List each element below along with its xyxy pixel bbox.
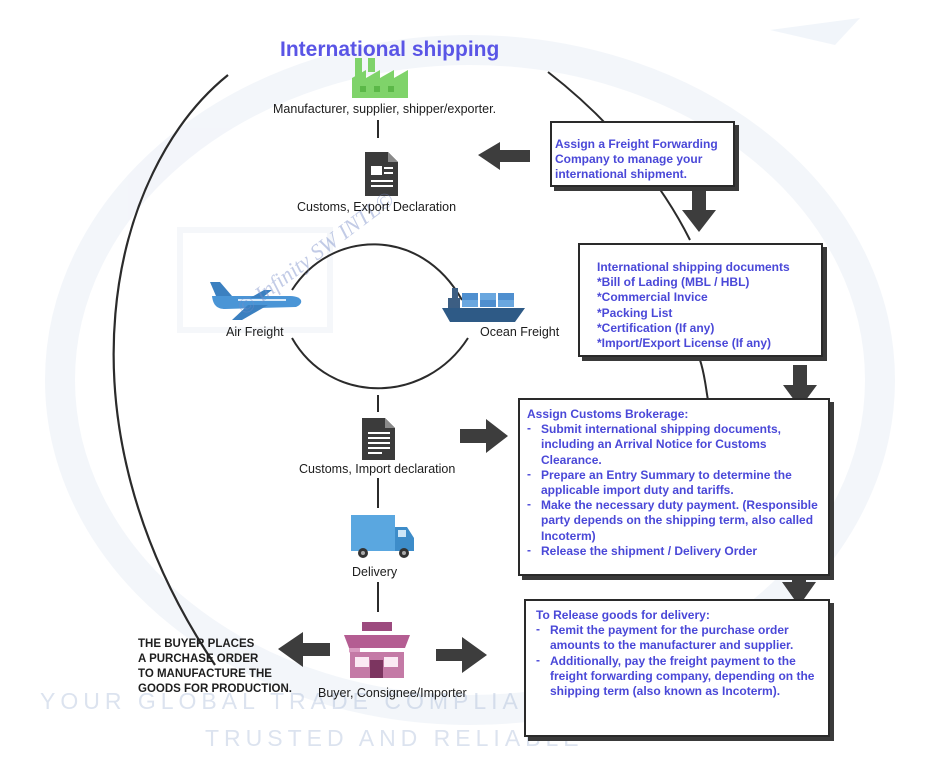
note-line: A PURCHASE ORDER bbox=[138, 653, 259, 665]
tagline-watermark-2: TRUSTED AND RELIABLE bbox=[205, 725, 584, 751]
customs-brokerage-box: Assign Customs Brokerage: Submit interna… bbox=[518, 398, 830, 576]
note-line: THE BUYER PLACES bbox=[138, 638, 255, 650]
freight-arc-top bbox=[291, 243, 463, 301]
document-item: *Certification (If any) bbox=[597, 320, 715, 335]
brokerage-item: Make the necessary duty payment. (Respon… bbox=[527, 497, 820, 544]
arrow-left-icon bbox=[478, 142, 530, 170]
arrow-down-icon bbox=[682, 190, 716, 232]
arrow-down-icon bbox=[782, 562, 816, 606]
arrows bbox=[278, 142, 817, 673]
brokerage-item: Release the shipment / Delivery Order bbox=[527, 543, 820, 559]
arrow-left-icon bbox=[278, 632, 330, 667]
brokerage-item: Prepare an Entry Summary to determine th… bbox=[527, 467, 820, 498]
export-document-icon bbox=[365, 152, 398, 196]
box-line: Assign a Freight Forwarding bbox=[555, 137, 718, 151]
document-item: *Commercial Invice bbox=[597, 290, 708, 305]
buyer-label: Buyer, Consignee/Importer bbox=[318, 686, 467, 700]
cargo-ship-icon bbox=[442, 288, 525, 322]
note-line: TO MANUFACTURE THE bbox=[138, 668, 272, 680]
box-heading: Assign Customs Brokerage: bbox=[527, 407, 689, 421]
buyer-purchase-order-note: THE BUYER PLACES A PURCHASE ORDER TO MAN… bbox=[138, 637, 292, 697]
brokerage-item: Submit international shipping documents,… bbox=[527, 421, 820, 468]
factory-icon bbox=[352, 58, 408, 98]
box-line: international shipment. bbox=[555, 167, 688, 182]
document-item: *Bill of Lading (MBL / HBL) bbox=[597, 275, 750, 290]
arrow-down-icon bbox=[783, 365, 817, 408]
diagram-title: International shipping bbox=[280, 38, 500, 61]
box-heading: International shipping documents bbox=[597, 260, 790, 274]
note-line: GOODS FOR PRODUCTION. bbox=[138, 683, 292, 695]
export-declaration-label: Customs, Export Declaration bbox=[297, 200, 457, 214]
arrow-right-icon bbox=[460, 419, 508, 453]
arrow-right-icon bbox=[436, 637, 487, 673]
shop-icon bbox=[344, 622, 410, 678]
release-goods-box: To Release goods for delivery: Remit the… bbox=[524, 599, 830, 737]
background-decoration bbox=[45, 18, 895, 725]
tagline-watermark: YOUR GLOBAL TRADE COMPLIANCE bbox=[40, 688, 587, 714]
import-declaration-label: Customs, Import declaration bbox=[299, 462, 456, 476]
document-item: *Packing List bbox=[597, 305, 673, 320]
shipping-documents-box: International shipping documents *Bill o… bbox=[578, 243, 823, 357]
cycle-curve-right-2 bbox=[699, 359, 709, 401]
box-line: Company to manage your bbox=[555, 152, 703, 167]
manufacturer-label: Manufacturer, supplier, shipper/exporter… bbox=[273, 102, 497, 116]
delivery-label: Delivery bbox=[352, 565, 398, 579]
airplane-icon bbox=[210, 282, 302, 320]
ocean-freight-label: Ocean Freight bbox=[480, 325, 560, 339]
brokerage-list: Submit international shipping documents,… bbox=[527, 421, 820, 559]
freight-arc-bottom bbox=[291, 337, 469, 390]
release-item: Remit the payment for the purchase order… bbox=[536, 622, 820, 653]
box-heading: To Release goods for delivery: bbox=[536, 608, 710, 622]
cycle-curve-left bbox=[112, 74, 229, 666]
delivery-truck-icon bbox=[351, 515, 414, 558]
freight-forwarder-box: Assign a Freight Forwarding Company to m… bbox=[550, 121, 735, 187]
release-item: Additionally, pay the freight payment to… bbox=[536, 653, 820, 700]
document-item: *Import/Export License (If any) bbox=[597, 336, 772, 351]
air-freight-label: Air Freight bbox=[226, 325, 284, 339]
import-document-icon bbox=[362, 418, 395, 460]
release-list: Remit the payment for the purchase order… bbox=[536, 622, 820, 700]
